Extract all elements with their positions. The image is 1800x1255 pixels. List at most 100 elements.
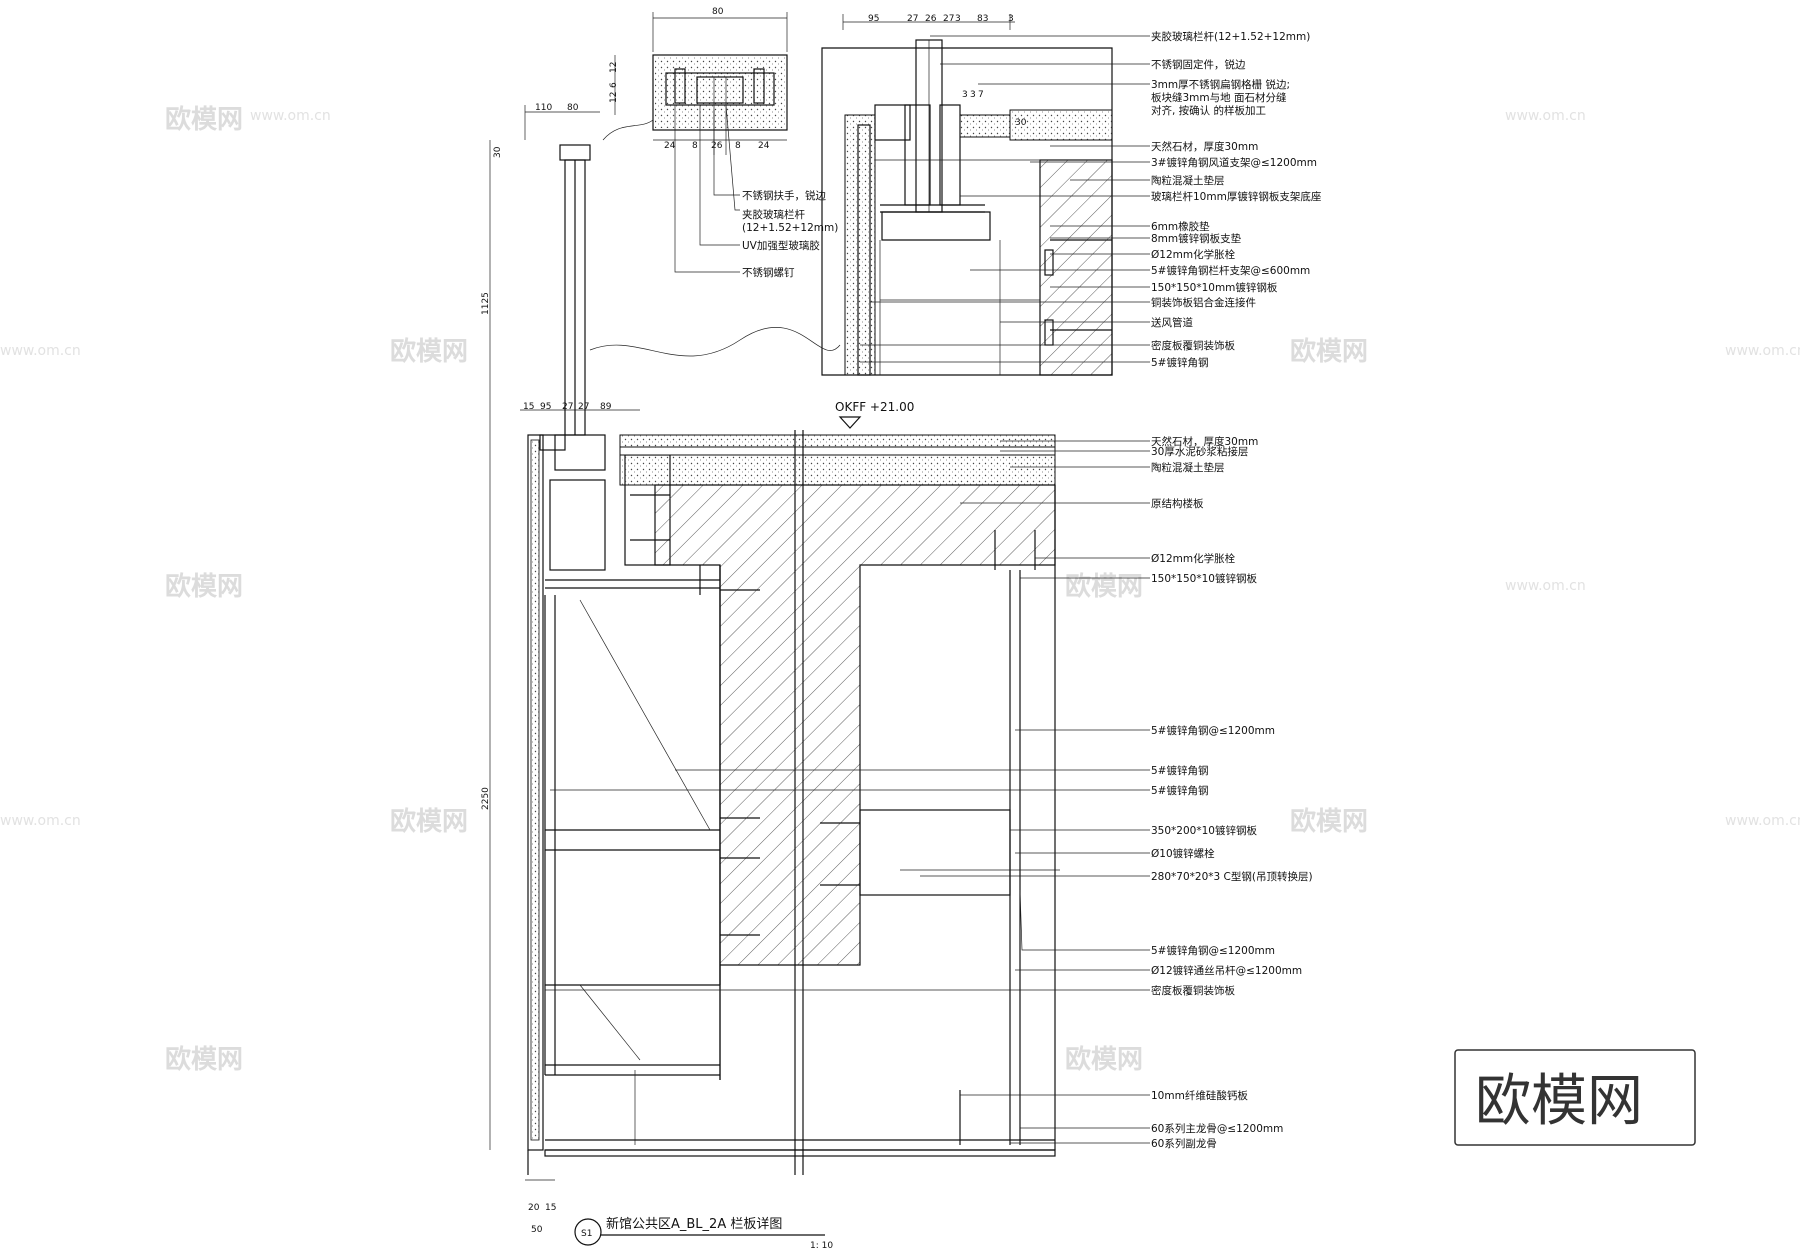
callout-text: 5#镀锌角钢栏杆支架@≤600mm (1151, 264, 1310, 277)
callout-text: 玻璃栏杆10mm厚镀锌钢板支架底座 (1151, 190, 1321, 203)
watermark: 欧模网 (1290, 336, 1368, 367)
detail-tag: S1 (581, 1229, 592, 1239)
watermarks: 欧模网 欧模网 欧模网 欧模网 欧模网 欧模网 欧模网 欧模网 欧模网 www.… (0, 104, 1800, 1075)
callout-text: 天然石材，厚度30mm (1151, 435, 1258, 448)
enlarged-base-detail: 95 27 26 27 3 83 3 3 3 7 30 (821, 14, 1321, 376)
dim-label: 80 (712, 7, 724, 17)
callout-text: 5#镀锌角钢 (1151, 356, 1208, 369)
watermark: 欧模网 (1065, 571, 1143, 602)
drawing-title: 新馆公共区A_BL_2A 栏板详图 (606, 1216, 782, 1232)
callout-text: 5#镀锌角钢@≤1200mm (1151, 944, 1275, 957)
dim-label: 3 (970, 90, 976, 100)
dim-label: 3 (962, 90, 968, 100)
main-section: 110 80 30 1125 2250 15 95 27 27 89 20 15… (481, 103, 1313, 1235)
callout-text: 铜装饰板铝合金连接件 (1151, 296, 1256, 309)
lower-callout-leaders (545, 440, 1150, 1144)
callout-text: 陶粒混凝土垫层 (1151, 461, 1225, 474)
callout-text: 6mm橡胶垫 (1151, 220, 1210, 233)
callout-text: 5#镀锌角钢 (1151, 784, 1208, 797)
callout-text: 3#镀锌角钢风道支架@≤1200mm (1151, 156, 1317, 169)
dim-label: 27 (562, 402, 573, 412)
dim-label: 20 (528, 1203, 540, 1213)
detail-tag-circle (574, 1218, 602, 1246)
callout-text: 密度板覆铜装饰板 (1151, 984, 1235, 997)
callout-text: 10mm纤维硅酸钙板 (1151, 1089, 1248, 1102)
dim-label: 27 (578, 402, 589, 412)
watermark-url: www.om.cn (0, 343, 81, 359)
watermark-url: www.om.cn (250, 108, 331, 124)
watermark: 欧模网 (165, 104, 243, 135)
callout-text: 原结构楼板 (1151, 497, 1204, 510)
callout-text: 陶粒混凝土垫层 (1151, 174, 1225, 187)
callout-text: UV加强型玻璃胶 (742, 239, 820, 252)
callout-text: 不锈钢扶手，锐边 (742, 189, 826, 202)
watermark-url: www.om.cn (1725, 813, 1800, 829)
callout-text: 3mm厚不锈钢扁钢格栅 锐边; (1151, 78, 1290, 91)
callout-text: 夹胶玻璃栏杆 (742, 208, 805, 221)
dim-label: 50 (531, 1225, 543, 1235)
callout-text: Ø10镀锌螺栓 (1151, 847, 1215, 860)
watermark: 欧模网 (165, 571, 243, 602)
dim-label: 95 (868, 14, 879, 24)
dim-label: 27 (907, 14, 918, 24)
dim-label: 6 (609, 82, 619, 88)
dim-label: 27 (943, 14, 954, 24)
dim-label: 89 (600, 402, 612, 412)
upper-callout-leaders (860, 35, 1150, 363)
dim-label: 12 (609, 62, 619, 73)
watermark-url: www.om.cn (0, 813, 81, 829)
dim-label: 83 (977, 14, 988, 24)
dim-label: 7 (978, 90, 984, 100)
dim-label: 3 (1008, 14, 1014, 24)
watermark-url: www.om.cn (1505, 108, 1586, 124)
drawing-scale: 1: 10 (810, 1241, 833, 1251)
dim-label: 1125 (481, 292, 491, 315)
callout-text: 30厚水泥砂浆粘接层 (1151, 445, 1248, 458)
watermark: 欧模网 (165, 1044, 243, 1075)
callout-text: 60系列主龙骨@≤1200mm (1151, 1122, 1283, 1135)
watermark-url: www.om.cn (1505, 578, 1586, 594)
callout-text: Ø12mm化学胀栓 (1151, 552, 1236, 565)
dim-label: 110 (535, 103, 552, 113)
callout-text: 5#镀锌角钢@≤1200mm (1151, 724, 1275, 737)
callout-text: 8mm镀锌钢板支垫 (1151, 232, 1242, 245)
dim-label: 2250 (481, 787, 491, 810)
dim-label: 3 (955, 14, 961, 24)
dim-label: 80 (567, 103, 579, 113)
callout-text: 夹胶玻璃栏杆(12+1.52+12mm) (1151, 30, 1310, 43)
callout-text: Ø12镀锌通丝吊杆@≤1200mm (1151, 964, 1302, 977)
callout-text: 60系列副龙骨 (1151, 1137, 1217, 1150)
anchor-bolts (630, 494, 1036, 936)
callout-text: 密度板覆铜装饰板 (1151, 339, 1235, 352)
callout-text: 350*200*10镀锌钢板 (1151, 824, 1257, 837)
dim-label: 24 (758, 141, 770, 151)
callout-text: 150*150*10镀锌钢板 (1151, 572, 1257, 585)
watermark: 欧模网 (390, 806, 468, 837)
title-block: S1 新馆公共区A_BL_2A 栏板详图 1: 10 (574, 1216, 833, 1251)
callout-text: 板块缝3mm与地 面石材分缝 (1151, 91, 1287, 104)
dim-label: 26 (925, 14, 937, 24)
callout-text: 送风管道 (1151, 316, 1193, 329)
watermark: 欧模网 (390, 336, 468, 367)
callout-text: 5#镀锌角钢 (1151, 764, 1208, 777)
callout-text: Ø12mm化学胀栓 (1151, 248, 1236, 261)
dim-label: 26 (711, 141, 723, 151)
dim-label: 12 (609, 92, 619, 103)
dim-label: 30 (493, 146, 503, 158)
callout-text: 150*150*10mm镀锌钢板 (1151, 281, 1278, 294)
watermark: 欧模网 (1065, 1044, 1143, 1075)
dim-label: 15 (545, 1203, 556, 1213)
callout-text: 不锈钢固定件，锐边 (1151, 58, 1246, 71)
callout-text: 对齐, 按确认 的样板加工 (1151, 104, 1266, 117)
callout-text: 不锈钢螺钉 (742, 266, 795, 279)
dim-label: 95 (540, 402, 551, 412)
level-mark: OKFF +21.00 (835, 400, 914, 414)
dim-label: 8 (692, 141, 698, 151)
dim-label: 8 (735, 141, 741, 151)
dim-label: 24 (664, 141, 676, 151)
brand-logo-text: 欧模网 (1475, 1069, 1643, 1134)
callout-text: (12+1.52+12mm) (742, 222, 838, 234)
callout-text: 280*70*20*3 C型钢(吊顶转换层) (1151, 870, 1313, 883)
brand-logo: 欧模网 (1454, 1049, 1696, 1146)
